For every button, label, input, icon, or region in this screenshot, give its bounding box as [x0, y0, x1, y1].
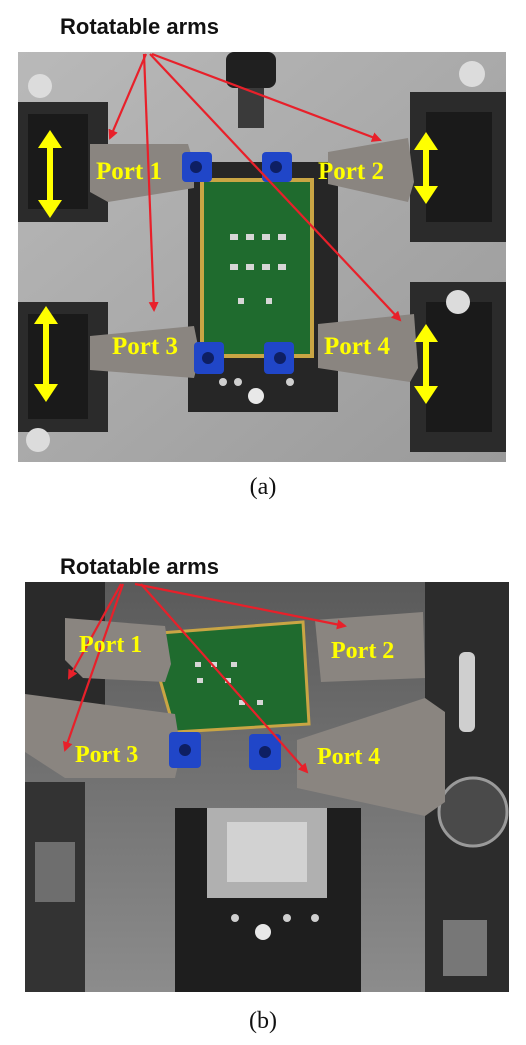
panel-b-photo: Port 1 Port 2 Port 3 Port 4 [25, 582, 509, 992]
port-label-4: Port 4 [324, 333, 390, 360]
port-label-3: Port 3 [112, 333, 178, 360]
arm-port-1 [65, 618, 171, 682]
red-arrows [108, 52, 402, 322]
pcb-board [145, 620, 311, 734]
arm-port-4 [297, 698, 445, 816]
double-arrow-left-bottom [34, 306, 58, 402]
port-label-2: Port 2 [318, 158, 384, 185]
port-label-2: Port 2 [331, 638, 394, 664]
pcb-board [200, 178, 314, 358]
arm-port-3 [25, 694, 181, 778]
double-arrow-right-top [414, 132, 438, 204]
arm-port-1 [90, 144, 194, 202]
panel-a-heading: Rotatable arms [60, 14, 219, 39]
port-label-1: Port 1 [79, 632, 142, 658]
arm-port-2 [315, 612, 425, 682]
arm-port-4 [318, 314, 418, 382]
arm-port-3 [90, 326, 200, 378]
port-label-3: Port 3 [75, 742, 138, 768]
panel-b-caption: (b) [249, 1008, 277, 1034]
red-arrows [62, 582, 347, 774]
panel-b-heading: Rotatable arms [60, 554, 219, 579]
panel-a-caption: (a) [249, 474, 277, 500]
port-label-1: Port 1 [96, 158, 162, 185]
panel-a-photo: Port 1 Port 2 Port 3 Port 4 [18, 52, 506, 462]
port-label-4: Port 4 [317, 744, 380, 770]
double-arrow-right-bottom [414, 324, 438, 404]
double-arrow-left-top [38, 130, 62, 218]
arm-port-2 [328, 138, 414, 202]
